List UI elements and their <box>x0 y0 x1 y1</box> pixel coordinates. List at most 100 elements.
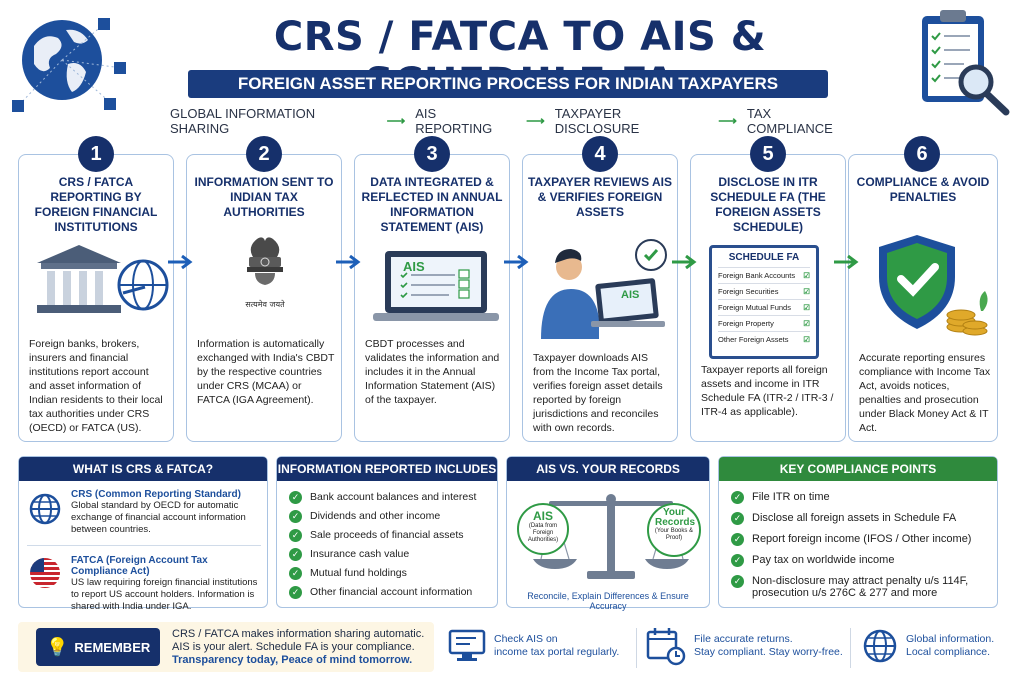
records-circle-sub: (Your Books & Proof) <box>654 528 694 541</box>
step-number: 3 <box>414 136 450 172</box>
check-icon: ✓ <box>731 575 744 588</box>
check-icon: ✓ <box>289 510 302 523</box>
list-item: ✓Other financial account information <box>289 586 493 599</box>
list-item: ✓Pay tax on worldwide income <box>731 554 993 567</box>
schedule-fa-form: SCHEDULE FA Foreign Bank Accounts☑ Forei… <box>709 245 819 359</box>
check-icon: ✓ <box>731 512 744 525</box>
schedule-item: Foreign Securities <box>718 287 779 296</box>
fatca-description: US law requiring foreign financial insti… <box>71 577 258 612</box>
step-title: INFORMATION SENT TO INDIAN TAX AUTHORITI… <box>194 175 334 219</box>
emblem-motto: सत्यमेव जयते <box>245 300 285 309</box>
check-icon: ✓ <box>289 548 302 561</box>
arrow-right-icon <box>672 255 697 269</box>
schedule-item: Foreign Mutual Funds <box>718 303 791 312</box>
step-description: CBDT processes and validates the informa… <box>365 338 500 406</box>
check-icon: ✓ <box>731 533 744 546</box>
page-subtitle: FOREIGN ASSET REPORTING PROCESS FOR INDI… <box>188 70 828 98</box>
box-heading: AIS VS. YOUR RECORDS <box>507 457 709 481</box>
key-compliance-box: KEY COMPLIANCE POINTS ✓File ITR on time … <box>718 456 998 608</box>
crs-fatca-box: WHAT IS CRS & FATCA? CRS (Common Reporti… <box>18 456 268 612</box>
schedule-title: SCHEDULE FA <box>728 252 800 263</box>
tip-line: income tax portal regularly. <box>494 646 620 658</box>
remember-line: AIS is your alert. Schedule FA is your c… <box>172 641 415 653</box>
globe-icon <box>863 629 897 663</box>
flow-item: TAXPAYER DISCLOSURE <box>554 106 640 136</box>
flow-item: AIS REPORTING <box>415 106 493 136</box>
fatca-title: FATCA (Foreign Account Tax Compliance Ac… <box>71 555 208 577</box>
step-title: TAXPAYER REVIEWS AIS & VERIFIES FOREIGN … <box>527 175 673 219</box>
step-card-4: TAXPAYER REVIEWS AIS & VERIFIES FOREIGN … <box>522 154 678 442</box>
arrow-right-icon: ⟶ <box>526 113 545 128</box>
ais-screen-label: AIS <box>403 259 425 274</box>
check-icon: ✓ <box>289 529 302 542</box>
flow-item: TAX COMPLIANCE <box>746 106 833 136</box>
arrow-right-icon <box>336 255 361 269</box>
remember-tagline: Transparency today, Peace of mind tomorr… <box>172 654 413 666</box>
ais-screen-label: AIS <box>621 289 640 301</box>
step-title: DISCLOSE IN ITR SCHEDULE FA (THE FOREIGN… <box>710 175 826 234</box>
remember-line: CRS / FATCA makes information sharing au… <box>172 628 425 640</box>
schedule-item: Other Foreign Assets <box>718 335 789 344</box>
person-laptop-icon <box>541 239 667 339</box>
step-card-2: INFORMATION SENT TO INDIAN TAX AUTHORITI… <box>186 154 342 442</box>
box-heading: WHAT IS CRS & FATCA? <box>19 457 267 481</box>
remember-badge: 💡 REMEMBER <box>36 628 160 666</box>
list-item: ✓Insurance cash value <box>289 548 493 561</box>
step-number: 2 <box>246 136 282 172</box>
bank-building-icon <box>37 245 169 313</box>
ais-vs-records-box: AIS VS. YOUR RECORDS AIS (Data from Fore… <box>506 456 710 611</box>
list-item: ✓Non-disclosure may attract penalty u/s … <box>731 575 993 599</box>
list-item: ✓Mutual fund holdings <box>289 567 493 580</box>
clipboard-magnifier-icon <box>922 10 1010 116</box>
step-number: 5 <box>750 136 786 172</box>
ais-circle-sub: (Data from Foreign Authorities) <box>527 523 559 543</box>
check-icon: ✓ <box>289 491 302 504</box>
crs-description: Global standard by OECD for automatic ex… <box>71 500 246 535</box>
step-title: CRS / FATCA REPORTING BY FOREIGN FINANCI… <box>34 175 158 234</box>
info-reported-box: INFORMATION REPORTED INCLUDES ✓Bank acco… <box>276 456 498 608</box>
check-icon: ✓ <box>731 491 744 504</box>
shield-check-icon <box>879 235 988 336</box>
list-item: ✓Sale proceeds of financial assets <box>289 529 493 542</box>
list-item: ✓Dividends and other income <box>289 510 493 523</box>
tip-line: File accurate returns. <box>694 633 793 645</box>
list-item: ✓Bank account balances and interest <box>289 491 493 504</box>
records-circle: Your Records (Your Books & Proof) <box>647 503 701 557</box>
schedule-item: Foreign Property <box>718 319 774 328</box>
ais-circle-title: AIS <box>532 509 553 523</box>
check-icon: ✓ <box>289 567 302 580</box>
us-flag-icon <box>30 558 60 588</box>
ais-circle: AIS (Data from Foreign Authorities) <box>517 503 569 555</box>
ashoka-emblem-icon <box>247 237 283 285</box>
calendar-clock-icon <box>646 628 686 666</box>
flow-item: GLOBAL INFORMATION SHARING <box>170 106 316 136</box>
step-description: Information is automatically exchanged w… <box>197 338 335 406</box>
list-item: ✓Report foreign income (IFOS / Other inc… <box>731 533 993 546</box>
process-flow: GLOBAL INFORMATION SHARING ⟶ AIS REPORTI… <box>170 106 860 136</box>
arrow-right-icon: ⟶ <box>718 113 737 128</box>
globe-network-icon <box>12 18 126 112</box>
tip-line: Stay compliant. Stay worry-free. <box>694 646 843 658</box>
check-icon: ✓ <box>289 586 302 599</box>
list-item: ✓File ITR on time <box>731 491 993 504</box>
lightbulb-icon: 💡 <box>46 636 69 657</box>
globe-icon <box>29 493 61 525</box>
step-number: 4 <box>582 136 618 172</box>
monitor-icon <box>448 629 486 661</box>
arrow-right-icon <box>834 255 859 269</box>
laptop-icon <box>373 251 499 321</box>
step-number: 6 <box>904 136 940 172</box>
arrow-right-icon <box>504 255 529 269</box>
step-number: 1 <box>78 136 114 172</box>
box-footer: Reconcile, Explain Differences & Ensure … <box>527 591 689 611</box>
crs-title: CRS (Common Reporting Standard) <box>71 489 241 500</box>
tip-line: Local compliance. <box>906 646 991 658</box>
arrow-right-icon: ⟶ <box>386 113 406 128</box>
step-description: Taxpayer reports all foreign assets and … <box>701 364 834 418</box>
box-heading: KEY COMPLIANCE POINTS <box>719 457 997 481</box>
tip-line: Global information. <box>906 633 995 645</box>
step-title: COMPLIANCE & AVOID PENALTIES <box>856 175 990 204</box>
check-icon: ✓ <box>731 554 744 567</box>
records-circle-title: Your Records <box>655 507 696 528</box>
tip-line: Check AIS on <box>494 633 558 645</box>
